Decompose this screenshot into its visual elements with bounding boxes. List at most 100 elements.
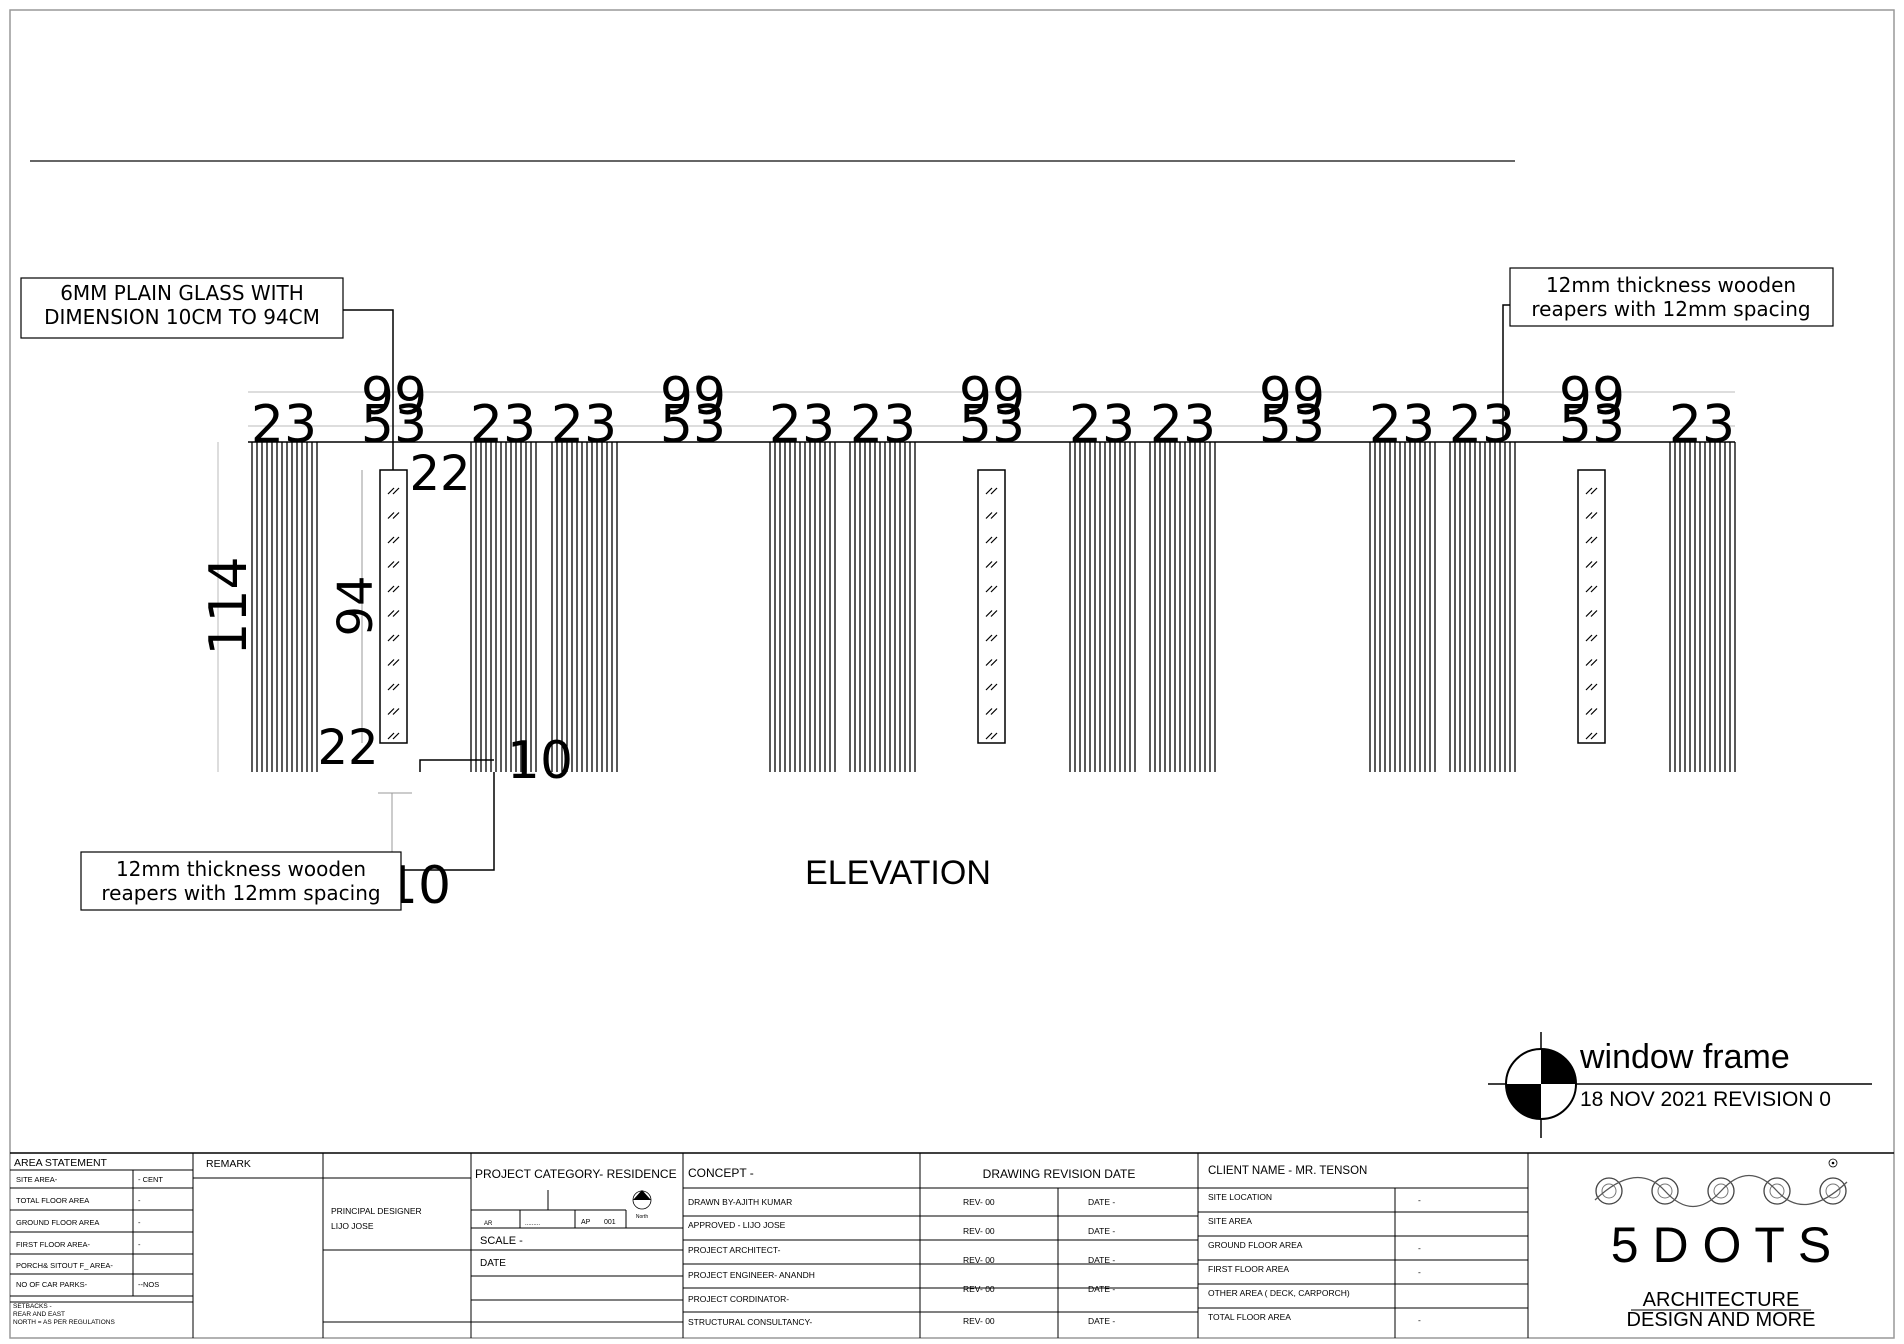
dim-top-segment: 23 bbox=[1449, 395, 1515, 455]
reaper-strip bbox=[1669, 442, 1736, 772]
area-row-value: - bbox=[138, 1196, 141, 1205]
dim-top-overall: 99 bbox=[1259, 367, 1325, 427]
revision-number: REV- 00 bbox=[963, 1316, 995, 1326]
concept-row: PROJECT ENGINEER- ANANDH bbox=[688, 1270, 815, 1280]
area-row-label: SITE AREA- bbox=[16, 1175, 58, 1184]
svg-text:DIMENSION 10CM TO 94CM: DIMENSION 10CM TO 94CM bbox=[44, 305, 320, 329]
setbacks-line: SETBACKS - bbox=[13, 1303, 52, 1310]
north-label: North bbox=[636, 1214, 648, 1220]
reaper-leader-left bbox=[400, 772, 495, 871]
ap-label: AP bbox=[581, 1219, 591, 1226]
dim-glass-top: 22 bbox=[409, 446, 470, 502]
logo-5dots: 5 D O T S ARCHITECTURE DESIGN AND MORE bbox=[1594, 1158, 1848, 1331]
dim-glass-bottom: 22 bbox=[317, 720, 378, 776]
concept-row: PROJECT CORDINATOR- bbox=[688, 1294, 789, 1304]
dim-top-segment: 23 bbox=[470, 395, 536, 455]
glass-panel bbox=[1577, 469, 1606, 744]
dim-top-overall: 99 bbox=[1559, 367, 1625, 427]
client-row-label: GROUND FLOOR AREA bbox=[1208, 1240, 1303, 1250]
dim-top-segment: 23 bbox=[1369, 395, 1435, 455]
dim-top-segment: 53 bbox=[1559, 395, 1625, 455]
concept-row: PROJECT ARCHITECT- bbox=[688, 1245, 781, 1255]
callout-reapers-right: 12mm thickness wooden reapers with 12mm … bbox=[1509, 267, 1834, 327]
area-statement-heading: AREA STATEMENT bbox=[14, 1157, 108, 1169]
svg-text:12mm thickness wooden: 12mm thickness wooden bbox=[116, 857, 366, 881]
revision-date: DATE - bbox=[1088, 1197, 1115, 1207]
dim-gap-a: 10 bbox=[507, 731, 573, 791]
title-block bbox=[10, 1152, 1894, 1338]
sheet-border bbox=[9, 9, 1895, 1339]
svg-text:6MM PLAIN GLASS WITH: 6MM PLAIN GLASS WITH bbox=[60, 281, 304, 305]
revision-heading: DRAWING REVISION DATE bbox=[983, 1167, 1136, 1181]
brand-name: 5 D O T S bbox=[1611, 1217, 1831, 1273]
concept-row: DRAWN BY-AJITH KUMAR bbox=[688, 1197, 792, 1207]
north-icon bbox=[632, 1190, 652, 1210]
reaper-strip bbox=[1149, 442, 1216, 772]
scale-label: SCALE - bbox=[480, 1235, 523, 1247]
svg-text:reapers with 12mm spacing: reapers with 12mm spacing bbox=[1531, 297, 1810, 321]
svg-text:reapers with 12mm spacing: reapers with 12mm spacing bbox=[101, 881, 380, 905]
area-row-label: PORCH& SITOUT F_ AREA- bbox=[16, 1261, 113, 1270]
area-row-label: NO OF CAR PARKS- bbox=[16, 1280, 88, 1289]
dim-top-overall: 99 bbox=[361, 367, 427, 427]
area-row-value: - bbox=[138, 1240, 141, 1249]
glass-panel bbox=[977, 469, 1006, 744]
dim-height: 114 bbox=[199, 556, 259, 655]
logo-dot-icon bbox=[1595, 1177, 1623, 1205]
concept-row: STRUCTURAL CONSULTANCY- bbox=[688, 1317, 812, 1327]
ar-dots: ......... bbox=[525, 1221, 540, 1227]
area-row-value: - CENT bbox=[138, 1175, 163, 1184]
logo-wave bbox=[1594, 1175, 1848, 1207]
dim-top-segment: 53 bbox=[959, 395, 1025, 455]
dim-top-segment: 23 bbox=[251, 395, 317, 455]
dim-top-segment: 53 bbox=[1259, 395, 1325, 455]
glass-leader bbox=[343, 309, 394, 470]
dim-top-segment: 23 bbox=[1069, 395, 1135, 455]
revision-number: REV- 00 bbox=[963, 1226, 995, 1236]
client-row-label: TOTAL FLOOR AREA bbox=[1208, 1312, 1291, 1322]
revision-number: REV- 00 bbox=[963, 1197, 995, 1207]
dim-top-segment: 23 bbox=[769, 395, 835, 455]
client-row-value: - bbox=[1418, 1267, 1421, 1277]
setbacks-line: NORTH = AS PER REGULATIONS bbox=[13, 1319, 115, 1326]
dim-top-segment: 23 bbox=[850, 395, 916, 455]
dim-top-overall: 99 bbox=[660, 367, 726, 427]
principal-designer-label: PRINCIPAL DESIGNER bbox=[331, 1206, 422, 1216]
area-row-label: TOTAL FLOOR AREA bbox=[16, 1196, 89, 1205]
drawing-title: window frame bbox=[1579, 1038, 1790, 1076]
glass-panel bbox=[379, 469, 408, 744]
remark-heading: REMARK bbox=[206, 1158, 251, 1170]
dim-glass-height: 94 bbox=[328, 575, 384, 636]
dim-top-overall: 99 bbox=[959, 367, 1025, 427]
dim-top-segment: 23 bbox=[551, 395, 617, 455]
callout-glass: 6MM PLAIN GLASS WITH DIMENSION 10CM TO 9… bbox=[20, 277, 344, 339]
dim-top-segment: 23 bbox=[1150, 395, 1216, 455]
revision-date: DATE - bbox=[1088, 1284, 1115, 1294]
reaper-strip bbox=[1449, 442, 1516, 772]
client-row-label: SITE LOCATION bbox=[1208, 1192, 1272, 1202]
reaper-strip bbox=[470, 442, 537, 772]
reaper-strip bbox=[1369, 442, 1436, 772]
area-row-value: - bbox=[138, 1218, 141, 1227]
revision-date: DATE - bbox=[1088, 1226, 1115, 1236]
dim-top-segment: 53 bbox=[660, 395, 726, 455]
reaper-leader-right bbox=[1502, 304, 1510, 440]
client-row-label: OTHER AREA ( DECK, CARPORCH) bbox=[1208, 1288, 1350, 1298]
setbacks-line: REAR AND EAST bbox=[13, 1311, 65, 1318]
dim-top-segment: 53 bbox=[361, 395, 427, 455]
view-label: ELEVATION bbox=[805, 854, 991, 892]
revision-number: REV- 00 bbox=[963, 1284, 995, 1294]
area-row-label: FIRST FLOOR AREA- bbox=[16, 1240, 91, 1249]
svg-text:12mm thickness wooden: 12mm thickness wooden bbox=[1546, 273, 1796, 297]
dim-top-segment: 23 bbox=[1669, 395, 1735, 455]
principal-designer-name: LIJO JOSE bbox=[331, 1221, 374, 1231]
drawing-subtitle: 18 NOV 2021 REVISION 0 bbox=[1580, 1088, 1831, 1111]
revision-date: DATE - bbox=[1088, 1316, 1115, 1326]
reaper-strip bbox=[551, 442, 618, 772]
reaper-strip bbox=[769, 442, 836, 772]
concept-row: APPROVED - LIJO JOSE bbox=[688, 1220, 786, 1230]
project-category: PROJECT CATEGORY- RESIDENCE bbox=[475, 1167, 677, 1181]
date-label: DATE bbox=[480, 1258, 506, 1269]
client-row-label: SITE AREA bbox=[1208, 1216, 1252, 1226]
